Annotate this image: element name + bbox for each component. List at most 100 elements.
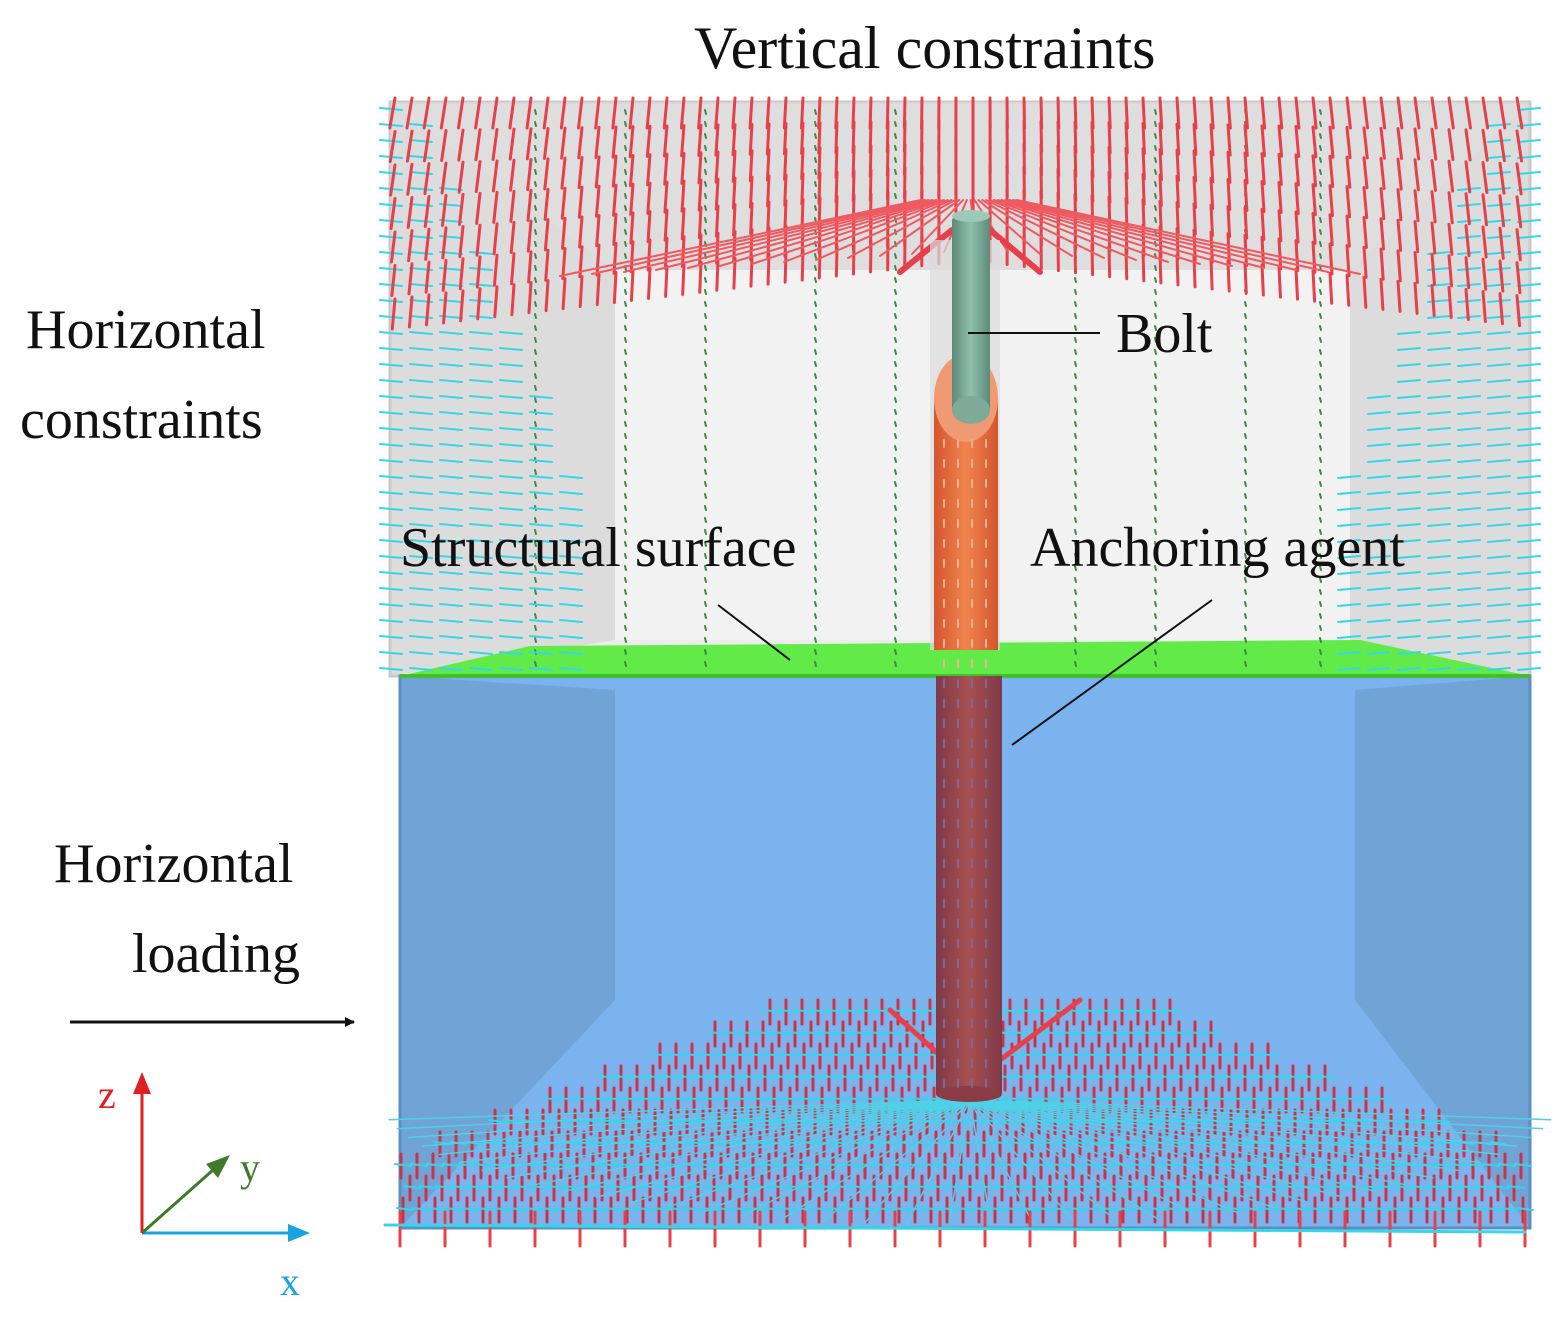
interior-node-mark xyxy=(895,290,896,294)
interior-node-mark xyxy=(705,230,706,234)
interior-node-mark xyxy=(535,278,536,282)
interior-node-mark xyxy=(1245,506,1246,510)
interior-node-mark xyxy=(535,614,536,618)
interior-node-mark xyxy=(895,338,896,342)
interior-node-mark xyxy=(815,350,816,354)
interior-node-mark xyxy=(625,506,626,510)
interior-node-mark xyxy=(1075,650,1076,654)
interior-node-mark xyxy=(895,254,896,258)
interior-node-mark xyxy=(625,122,626,126)
interior-node-mark xyxy=(1155,506,1156,510)
interior-node-mark xyxy=(1075,446,1076,450)
interior-node-mark xyxy=(705,290,706,294)
interior-node-mark xyxy=(625,290,626,294)
interior-node-mark xyxy=(625,278,626,282)
vertical-constraint-mark xyxy=(563,279,565,309)
interior-node-mark xyxy=(1075,638,1076,642)
interior-node-mark xyxy=(815,134,816,138)
vertical-constraint-mark xyxy=(1143,251,1144,281)
interior-node-mark xyxy=(1320,290,1321,294)
interior-node-mark xyxy=(625,170,626,174)
interior-node-mark xyxy=(815,578,816,582)
interior-node-mark xyxy=(705,134,706,138)
interior-node-mark xyxy=(705,146,706,150)
interior-node-mark xyxy=(1075,350,1076,354)
interior-node-mark xyxy=(815,506,816,510)
vertical-constraint-mark xyxy=(1279,211,1281,241)
interior-node-mark xyxy=(1245,410,1246,414)
interior-node-mark xyxy=(705,638,706,642)
interior-node-mark xyxy=(625,206,626,210)
interior-node-mark xyxy=(625,494,626,498)
interior-node-mark xyxy=(1155,170,1156,174)
interior-node-mark xyxy=(1075,506,1076,510)
interior-node-mark xyxy=(895,110,896,114)
interior-node-mark xyxy=(1320,470,1321,474)
interior-node-mark xyxy=(705,506,706,510)
interior-node-mark xyxy=(815,170,816,174)
interior-node-mark xyxy=(895,554,896,558)
interior-node-mark xyxy=(535,446,536,450)
interior-node-mark xyxy=(1320,194,1321,198)
interior-node-mark xyxy=(535,314,536,318)
interior-node-mark xyxy=(705,602,706,606)
interior-node-mark xyxy=(625,314,626,318)
interior-node-mark xyxy=(895,590,896,594)
interior-node-mark xyxy=(815,398,816,402)
interior-node-mark xyxy=(1320,506,1321,510)
interior-node-mark xyxy=(1320,206,1321,210)
interior-node-mark xyxy=(895,410,896,414)
interior-node-mark xyxy=(1155,494,1156,498)
interior-node-mark xyxy=(1245,302,1246,306)
interior-node-mark xyxy=(535,590,536,594)
vertical-constraint-mark xyxy=(1228,125,1230,155)
vertical-constraint-mark xyxy=(716,152,718,182)
interior-node-mark xyxy=(535,422,536,426)
interior-node-mark xyxy=(815,446,816,450)
interior-node-mark xyxy=(815,158,816,162)
interior-node-mark xyxy=(1155,482,1156,486)
interior-node-mark xyxy=(705,182,706,186)
interior-node-mark xyxy=(895,302,896,306)
interior-node-mark xyxy=(625,146,626,150)
vertical-constraint-mark xyxy=(1211,259,1212,289)
interior-node-mark xyxy=(625,242,626,246)
interior-node-mark xyxy=(625,434,626,438)
vertical-constraint-mark xyxy=(1245,208,1247,238)
interior-node-mark xyxy=(625,110,626,114)
interior-node-mark xyxy=(535,134,536,138)
interior-node-mark xyxy=(895,542,896,546)
interior-node-mark xyxy=(1320,314,1321,318)
interior-node-mark xyxy=(1245,338,1246,342)
interior-node-mark xyxy=(895,350,896,354)
vertical-constraint-mark xyxy=(1262,182,1264,212)
interior-node-mark xyxy=(895,638,896,642)
interior-node-mark xyxy=(815,386,816,390)
interior-node-mark xyxy=(815,482,816,486)
interior-node-mark xyxy=(1320,242,1321,246)
interior-node-mark xyxy=(1320,650,1321,654)
interior-node-mark xyxy=(535,266,536,270)
interior-node-mark xyxy=(625,446,626,450)
x-axis-arrowhead xyxy=(288,1224,310,1242)
interior-node-mark xyxy=(895,482,896,486)
interior-node-mark xyxy=(705,278,706,282)
interior-node-mark xyxy=(1155,446,1156,450)
interior-node-mark xyxy=(815,206,816,210)
interior-node-mark xyxy=(705,362,706,366)
interior-node-mark xyxy=(1155,146,1156,150)
vertical-constraint-mark xyxy=(1092,245,1093,275)
coordinate-axes xyxy=(133,1072,310,1242)
vertical-constraint-mark xyxy=(631,242,633,272)
interior-node-mark xyxy=(705,194,706,198)
interior-node-mark xyxy=(1075,434,1076,438)
vertical-constraint-mark xyxy=(614,272,616,302)
bolt-rod xyxy=(952,215,990,415)
interior-node-mark xyxy=(1320,446,1321,450)
interior-node-mark xyxy=(1245,470,1246,474)
interior-node-mark xyxy=(1075,302,1076,306)
interior-node-mark xyxy=(1075,326,1076,330)
vertical-constraint-mark xyxy=(666,266,667,296)
interior-node-mark xyxy=(815,110,816,114)
